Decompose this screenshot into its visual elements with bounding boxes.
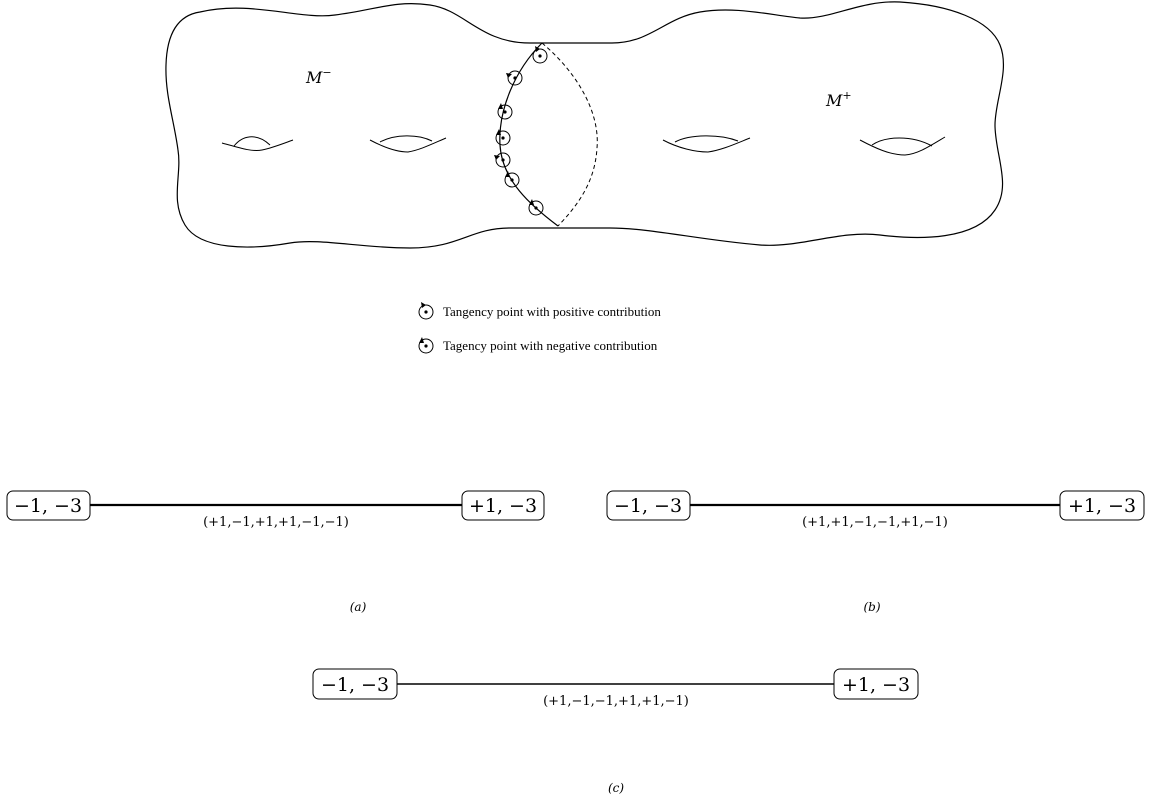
graph-node-right [1059, 490, 1145, 521]
legend-negative-icon [418, 337, 434, 354]
handle-3 [662, 135, 751, 153]
tangency-marker-negative [528, 199, 544, 216]
graph-b: −1, −3 +1, −3 (+1,+1,−1,−1,+1,−1) (b) [606, 490, 1145, 614]
tangency-marker-positive [532, 46, 548, 64]
graph-caption: (c) [608, 781, 624, 795]
legend-positive-label: Tangency point with positive contributio… [443, 304, 661, 319]
tangency-marker-negative [495, 129, 511, 146]
graph-node-right-label: +1, −3 [842, 674, 910, 696]
label-m-plus: M+ [825, 89, 852, 110]
tangency-marker-negative [504, 171, 520, 188]
graph-node-right [833, 668, 919, 700]
graph-node-left [6, 490, 91, 521]
graph-node-left [606, 490, 691, 521]
surface-outline [165, 1, 1004, 249]
graph-node-left-label: −1, −3 [614, 495, 682, 517]
legend-positive-icon [418, 302, 434, 320]
label-m-minus: M− [305, 66, 332, 87]
graph-node-right-label: +1, −3 [1068, 495, 1136, 517]
graph-a: −1, −3 +1, −3 (+1,−1,+1,+1,−1,−1) (a) [6, 490, 545, 614]
tangency-marker-positive [506, 70, 523, 86]
graph-caption: (a) [350, 600, 367, 614]
graph-node-left [312, 668, 398, 700]
graph-sign-sequence: (+1,−1,+1,+1,−1,−1) [203, 515, 349, 530]
separating-curve-back [541, 42, 598, 227]
handle-4 [859, 136, 946, 156]
graph-node-right [461, 490, 545, 521]
graph-sign-sequence: (+1,−1,−1,+1,+1,−1) [543, 694, 689, 709]
graph-node-left-label: −1, −3 [14, 495, 82, 517]
legend: Tangency point with positive contributio… [418, 302, 661, 354]
tangency-marker-positive [494, 152, 511, 168]
surface-diagram: M− M+ [165, 1, 1004, 249]
graph-c: −1, −3 +1, −3 (+1,−1,−1,+1,+1,−1) (c) [312, 668, 919, 795]
graph-node-left-label: −1, −3 [321, 674, 389, 696]
graph-node-right-label: +1, −3 [469, 495, 537, 517]
separating-curve-front [499, 42, 559, 227]
handle-1 [221, 136, 294, 151]
handle-2 [369, 135, 447, 153]
graph-caption: (b) [863, 600, 880, 614]
tangency-marker-negative [497, 103, 513, 120]
legend-negative-label: Tagency point with negative contribution [443, 338, 658, 353]
graph-sign-sequence: (+1,+1,−1,−1,+1,−1) [802, 515, 948, 530]
